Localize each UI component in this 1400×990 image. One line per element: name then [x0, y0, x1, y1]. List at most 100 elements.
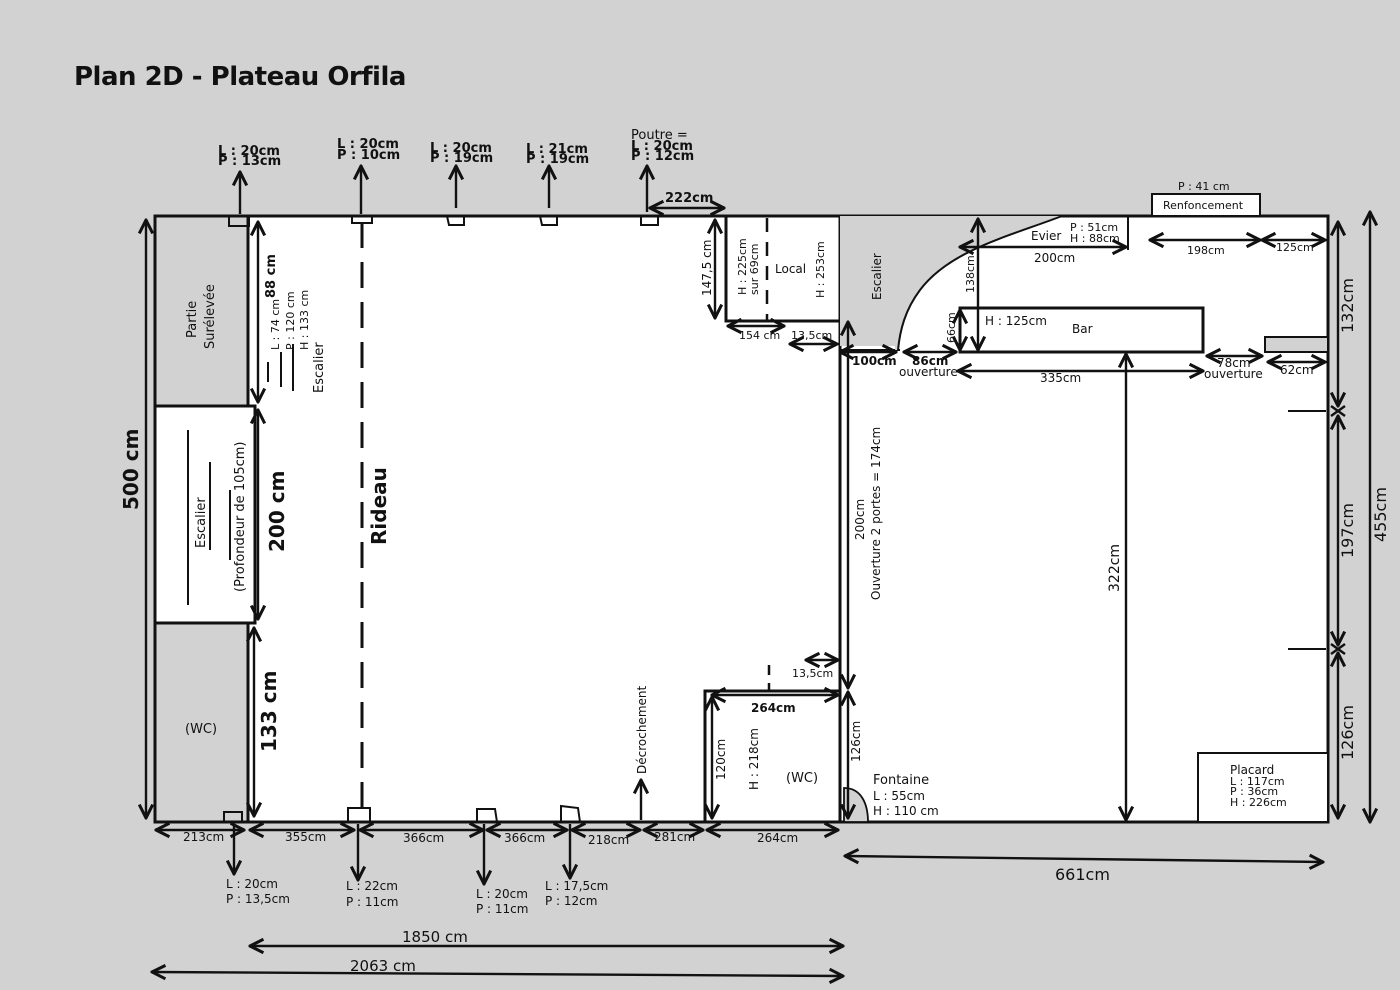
- ouverture-label: ouverture: [1204, 367, 1263, 381]
- dim-label: 2063 cm: [350, 957, 416, 975]
- beam-label: P : 11cm: [346, 895, 398, 909]
- beam: [446, 215, 465, 226]
- wc-label: (WC): [786, 771, 818, 786]
- profondeur-label: (Profondeur de 105cm): [233, 441, 248, 592]
- beams-top: [228, 215, 659, 227]
- dim-label: 197cm: [1338, 503, 1357, 558]
- local-spec: H : 225cm: [736, 238, 749, 295]
- dim-label: 322cm: [1107, 544, 1123, 592]
- beam-label: P : 13,5cm: [226, 892, 290, 906]
- rideau-label: Rideau: [367, 467, 391, 545]
- escalier-label: Escalier: [312, 342, 327, 393]
- beam-label: P : 19cm: [526, 152, 589, 167]
- dim-label: 200 cm: [265, 471, 289, 552]
- dim-label: 1850 cm: [402, 928, 468, 946]
- partie-label: Partie: [185, 301, 200, 338]
- beam-label: L : 20cm: [631, 139, 693, 154]
- beam-label: L : 22cm: [346, 879, 398, 893]
- right-block: [1264, 336, 1329, 353]
- beam: [539, 215, 558, 226]
- beam-label: P : 12cm: [631, 149, 694, 164]
- dim-label: 133 cm: [257, 671, 281, 752]
- stair-spec: L : 74 cm: [269, 299, 282, 350]
- beam-label: L : 20cm: [430, 141, 492, 156]
- beam-label: L : 17,5cm: [545, 879, 608, 893]
- placard-spec: L : 117cm: [1230, 775, 1285, 788]
- beam: [351, 216, 373, 224]
- dim-label: 264cm: [757, 831, 798, 845]
- beam: [476, 808, 498, 823]
- dim-label: 125cm: [1276, 241, 1314, 254]
- beam: [560, 804, 581, 823]
- placard-label: Placard: [1230, 763, 1274, 777]
- placard-box: [1197, 752, 1329, 823]
- beam-label: P : 19cm: [430, 151, 493, 166]
- evier-label: Evier: [1031, 229, 1061, 243]
- evier-spec: P : 51cm: [1070, 221, 1118, 234]
- beam: [223, 811, 243, 822]
- dim-label: 138cm: [964, 255, 977, 293]
- wc-spec: H : 218cm: [747, 728, 761, 790]
- dim-label: 100cm: [852, 354, 897, 368]
- dim-label: 366cm: [504, 831, 545, 845]
- surelevee-label: Surélevée: [203, 284, 218, 349]
- bar-label: Bar: [1072, 322, 1093, 336]
- dim-label: 13,5cm: [791, 329, 832, 342]
- dim-label: 120cm: [714, 739, 728, 780]
- beam-label: P : 13cm: [218, 154, 281, 169]
- fontaine-label: Fontaine: [873, 773, 929, 788]
- renfoncement-label: Renfoncement: [1163, 199, 1244, 212]
- dim-label: 264cm: [751, 701, 796, 715]
- renfoncement-box: [1151, 193, 1261, 217]
- dim-label: 222cm: [665, 191, 713, 206]
- stair-spec: P : 120 cm: [284, 291, 297, 350]
- dim-label: 88 cm: [264, 254, 279, 298]
- dim-label: 200cm: [853, 499, 867, 540]
- dim-label: 661cm: [1055, 865, 1110, 884]
- renf-spec: P : 41 cm: [1178, 180, 1230, 193]
- beam-label: Poutre =: [631, 128, 688, 143]
- dim-label: 335cm: [1040, 371, 1081, 385]
- dim-label: 500 cm: [119, 429, 143, 510]
- evier-curve: [895, 216, 1062, 350]
- dim-label: 366cm: [403, 831, 444, 845]
- evier-spec: H : 88cm: [1070, 232, 1120, 245]
- beam-label: P : 11cm: [476, 902, 528, 916]
- dim-label: 198cm: [1187, 244, 1225, 257]
- dim-label: 126cm: [849, 721, 863, 762]
- dim-label: 455cm: [1371, 487, 1390, 542]
- dimension-arrows: [146, 208, 1370, 976]
- dim-label: 132cm: [1338, 278, 1357, 333]
- beam-label: L : 21cm: [526, 142, 588, 157]
- dim-label: 281cm: [654, 830, 695, 844]
- beam-label: P : 12cm: [545, 894, 597, 908]
- dim-label: 147,5 cm: [700, 240, 714, 296]
- dim-label: 13,5cm: [792, 667, 833, 680]
- dim-label: 213cm: [183, 830, 224, 844]
- dim-label: 86cm: [912, 354, 948, 368]
- wc-label: (WC): [185, 722, 217, 737]
- dim-label: 355cm: [285, 830, 326, 844]
- dim-label: 78cm: [1217, 356, 1251, 370]
- beam: [228, 216, 250, 227]
- dim-label: 154 cm: [739, 329, 780, 342]
- raised-area: [153, 214, 250, 408]
- local-label: Local: [775, 262, 806, 276]
- placard-spec: P : 36cm: [1230, 785, 1278, 798]
- dim-label: 218cm: [588, 833, 629, 847]
- dim-label: 126cm: [1338, 705, 1357, 760]
- placard-spec: H : 226cm: [1230, 796, 1287, 809]
- page-title: Plan 2D - Plateau Orfila: [74, 62, 406, 92]
- escalier-label: Escalier: [870, 253, 884, 300]
- escalier-label: Escalier: [194, 497, 209, 548]
- stair-spec: H : 133 cm: [298, 290, 311, 350]
- beams-bottom: [223, 804, 581, 823]
- fontaine-spec: L : 55cm: [873, 789, 925, 803]
- left-stair: [153, 404, 257, 625]
- dim-label: 66cm: [945, 312, 958, 343]
- ouverture-spec: Ouverture 2 portes = 174cm: [869, 427, 883, 600]
- bar-spec: H : 125cm: [985, 314, 1047, 328]
- beam-label: L : 20cm: [226, 877, 278, 891]
- decrochement-label: Décrochement: [635, 686, 649, 774]
